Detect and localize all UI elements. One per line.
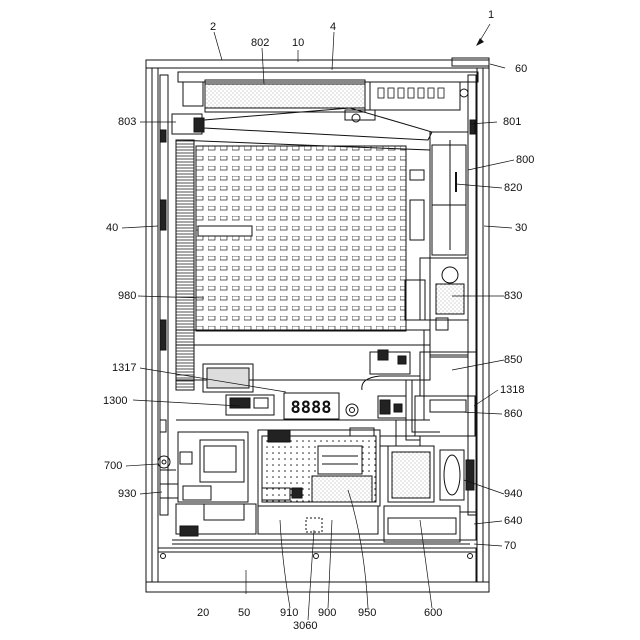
label-1300: 1300	[103, 395, 127, 407]
label-900: 900	[318, 607, 336, 619]
component-700	[178, 432, 248, 502]
label-3060: 3060	[293, 620, 317, 632]
component-640	[460, 512, 476, 540]
reference-arrow-1	[476, 38, 484, 46]
label-60: 60	[515, 63, 527, 75]
top-cover-10	[146, 60, 489, 68]
label-70: 70	[504, 540, 516, 552]
label-20: 20	[197, 607, 209, 619]
label-800: 800	[516, 154, 534, 166]
connector-3060	[306, 518, 322, 532]
label-930: 930	[118, 488, 136, 500]
bar-910	[258, 506, 378, 534]
label-30: 30	[515, 222, 527, 234]
label-802: 802	[251, 37, 269, 49]
label-830: 830	[504, 290, 522, 302]
label-910: 910	[280, 607, 298, 619]
bottom-base-20	[146, 582, 489, 592]
label-980: 980	[118, 290, 136, 302]
label-860: 860	[504, 408, 522, 420]
label-10: 10	[292, 37, 304, 49]
label-950: 950	[358, 607, 376, 619]
label-2: 2	[210, 21, 216, 33]
component-930	[160, 484, 178, 498]
label-940: 940	[504, 488, 522, 500]
front-bottom-panel-50	[158, 548, 476, 582]
label-801: 801	[503, 116, 521, 128]
label-803: 803	[118, 116, 136, 128]
label-50: 50	[238, 607, 250, 619]
label-1317: 1317	[112, 362, 136, 374]
label-40: 40	[106, 222, 118, 234]
label-4: 4	[330, 21, 336, 33]
label-1: 1	[488, 9, 494, 21]
label-600: 600	[424, 607, 442, 619]
label-1318: 1318	[500, 384, 524, 396]
label-850: 850	[504, 354, 522, 366]
label-700: 700	[104, 460, 122, 472]
label-820: 820	[504, 182, 522, 194]
label-640: 640	[504, 515, 522, 527]
vent-grid	[196, 146, 406, 331]
segment-digits: 8888	[291, 398, 332, 418]
